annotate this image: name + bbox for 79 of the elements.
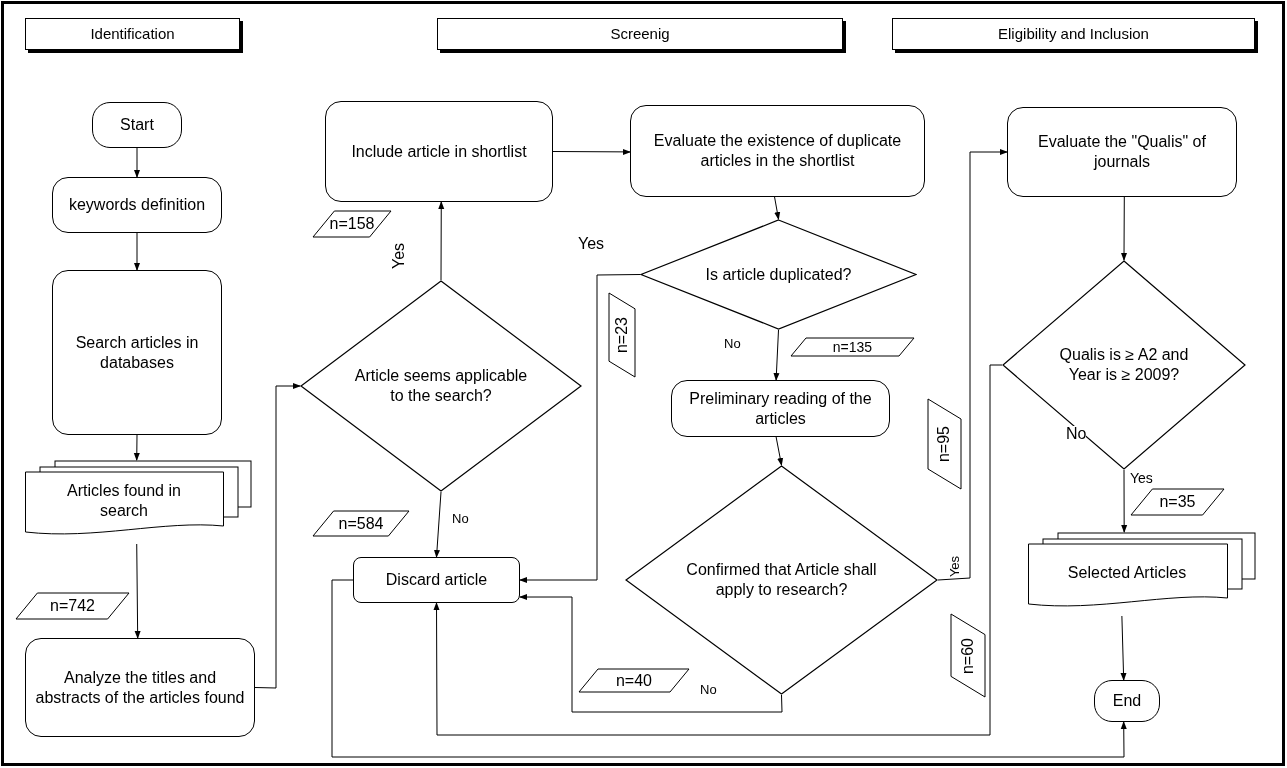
node-text: Analyze the titles and abstracts of the articles found (34, 667, 246, 708)
count-parallelogram (578, 668, 690, 693)
process-box (630, 105, 925, 197)
arrow (552, 148, 631, 155)
node-text: n=584 (338, 513, 384, 534)
count-parallelogram (312, 210, 392, 238)
node-text: n=135 (832, 337, 873, 357)
node-text: End (1111, 691, 1143, 711)
arrow (434, 491, 442, 558)
edge-label: No (1066, 426, 1087, 442)
arrow (433, 364, 1003, 736)
edge-label: No (724, 337, 741, 350)
edge-label: Yes (1130, 471, 1153, 485)
decision-diamond (1002, 260, 1246, 470)
node-text: Qualis is ≥ A2 and Year is ≥ 2009? (1058, 345, 1190, 385)
node-text: Selected Articles (1066, 563, 1188, 583)
process-box (353, 557, 520, 603)
arrow (519, 274, 641, 583)
arrow (331, 579, 1127, 758)
arrow (438, 201, 445, 281)
node-text: Start (119, 115, 155, 135)
node-text: Article seems applicable to the search? (353, 366, 529, 406)
count-parallelogram (790, 337, 915, 357)
arrow (773, 329, 780, 381)
arrow (134, 147, 140, 178)
process-box (671, 380, 890, 437)
node-text: Search articles in databases (74, 332, 200, 373)
edge-label: Yes (578, 236, 605, 252)
process-box (52, 177, 222, 233)
node-text: Confirmed that Article shall apply to research? (685, 560, 878, 600)
process-box (1007, 107, 1237, 197)
arrow (134, 543, 141, 639)
process-box (325, 101, 553, 202)
node-text: Is article duplicated? (704, 264, 853, 285)
node-text: n=742 (50, 596, 95, 616)
arrow (133, 434, 140, 461)
arrow (937, 149, 1008, 581)
phase-header (25, 18, 240, 50)
node-text: Eligibility and Inclusion (998, 23, 1149, 44)
node-text: n=40 (615, 670, 652, 691)
node-text: Include article in shortlist (350, 141, 528, 162)
arrow (519, 594, 783, 713)
arrow (134, 232, 140, 271)
decision-diamond (300, 280, 582, 492)
arrow (775, 436, 784, 466)
edge-label: No (700, 683, 717, 696)
arrow (1121, 196, 1128, 261)
node-text: n=35 (1159, 492, 1196, 512)
arrow (1120, 615, 1127, 681)
phase-header (437, 18, 843, 50)
node-text: n=60 (958, 637, 977, 674)
arrow (774, 196, 781, 220)
phase-header (892, 18, 1255, 50)
node-text: Evaluate the "Qualis" of journals (1037, 132, 1207, 172)
node-text: Discard article (384, 570, 489, 590)
count-parallelogram (312, 510, 410, 537)
decision-diamond (640, 219, 917, 330)
count-parallelogram (950, 613, 986, 698)
node-text: n=95 (934, 426, 954, 462)
edge-label: Yes (948, 555, 962, 578)
count-parallelogram (15, 592, 130, 620)
node-text: Preliminary reading of the articles (688, 388, 873, 429)
node-text: Articles found in search (66, 481, 182, 521)
node-text: Screenig (610, 23, 670, 44)
node-text: keywords definition (67, 195, 207, 215)
arrow (1121, 469, 1128, 533)
count-parallelogram (608, 292, 636, 378)
node-text: n=158 (329, 214, 375, 234)
node-text: Evaluate the existence of duplicate articles in the shortlist (652, 131, 903, 171)
edge-label: No (452, 512, 469, 525)
process-box (25, 638, 255, 737)
arrow (254, 383, 301, 689)
node-text: Identification (90, 23, 175, 44)
count-parallelogram (1130, 488, 1225, 516)
terminal-shape (92, 102, 182, 148)
node-text: n=23 (612, 317, 631, 353)
terminal-shape (1094, 680, 1160, 722)
count-parallelogram (927, 398, 962, 490)
process-box (52, 270, 222, 435)
